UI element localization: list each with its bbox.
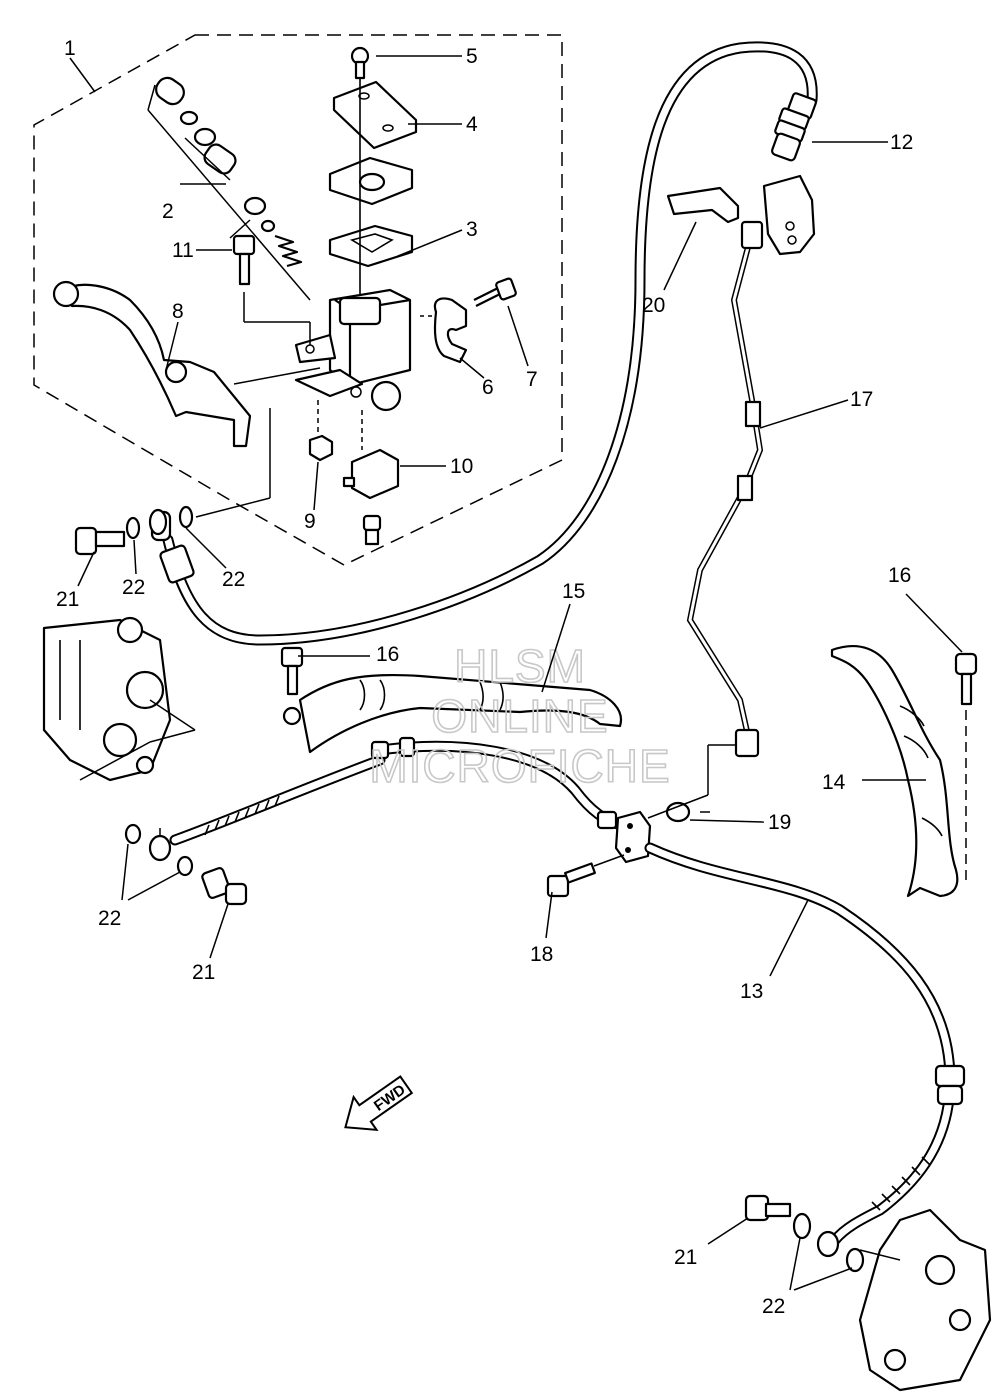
lower-hose-right xyxy=(644,842,966,1258)
callout-9: 9 xyxy=(304,510,316,533)
brake-pipe-17 xyxy=(686,220,764,758)
callout-5: 5 xyxy=(466,45,478,68)
left-caliper xyxy=(42,616,196,782)
hose-fitting-12 xyxy=(770,92,817,162)
callout-6: 6 xyxy=(482,376,494,399)
callout-13: 13 xyxy=(740,980,763,1003)
callout-22-middle: 22 xyxy=(98,907,121,930)
watermark-line-1: HLSM xyxy=(454,640,586,692)
callout-18: 18 xyxy=(530,943,553,966)
banjo-bolt-set-upper xyxy=(74,505,194,556)
callout-16-left: 16 xyxy=(376,643,399,666)
watermark-line-2: ONLINE xyxy=(431,690,608,742)
hose-bracket-20 xyxy=(666,174,816,256)
callout-19: 19 xyxy=(768,811,791,834)
center-hose xyxy=(370,736,631,832)
callout-3: 3 xyxy=(466,218,478,241)
callout-20: 20 xyxy=(642,294,665,317)
callouts: 1 2 3 4 5 6 7 8 9 10 11 12 13 14 15 16 1… xyxy=(56,37,913,1318)
callout-8: 8 xyxy=(172,300,184,323)
callout-7: 7 xyxy=(526,368,538,391)
watermark: HLSM ONLINE MICROFICHE xyxy=(369,639,671,793)
callout-12: 12 xyxy=(890,131,913,154)
callout-11: 11 xyxy=(172,239,194,262)
callout-14: 14 xyxy=(822,771,846,794)
callout-1: 1 xyxy=(64,37,76,60)
callout-10: 10 xyxy=(450,455,473,478)
callout-15: 15 xyxy=(562,580,585,603)
right-caliper xyxy=(744,1194,992,1392)
callout-4: 4 xyxy=(466,113,478,136)
callout-16-right: 16 xyxy=(888,564,911,587)
hose-guide-15 xyxy=(280,646,623,754)
master-cylinder-assembly xyxy=(52,46,517,546)
callout-leaders xyxy=(69,55,963,1291)
callout-2: 2 xyxy=(162,200,174,223)
assembly-boundary xyxy=(33,34,563,566)
watermark-line-3: MICROFICHE xyxy=(369,740,670,792)
hose-joint xyxy=(546,744,748,898)
callout-21-middle: 21 xyxy=(192,961,215,984)
callout-22-top-right: 22 xyxy=(222,568,245,591)
lower-hose-left xyxy=(124,754,386,906)
callout-22-bottom: 22 xyxy=(762,1295,785,1318)
fwd-direction-arrow: FWD xyxy=(344,1075,414,1131)
callout-21-bottom: 21 xyxy=(674,1246,697,1269)
hose-guide-14 xyxy=(830,645,978,898)
callout-17: 17 xyxy=(850,388,873,411)
callout-22-top-left: 22 xyxy=(122,576,145,599)
callout-21-top: 21 xyxy=(56,588,79,611)
